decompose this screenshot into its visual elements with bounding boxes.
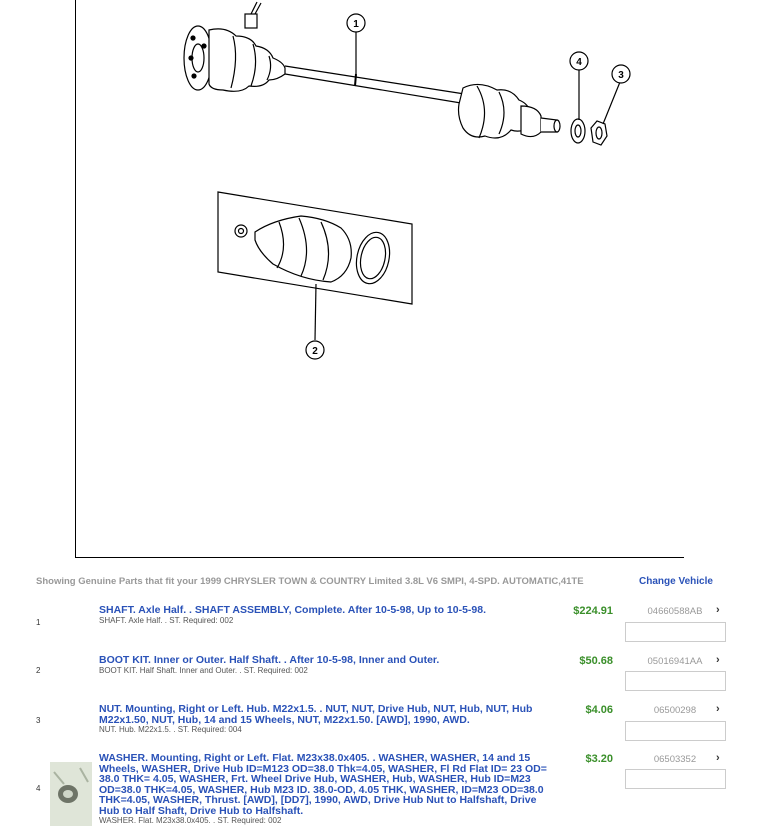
part-price: $3.20 <box>585 753 613 765</box>
callout-1: 1 <box>346 13 366 33</box>
part-price: $224.91 <box>573 605 613 617</box>
axle-shaft-diagram: 1 2 3 4 <box>183 1 631 360</box>
callout-3: 3 <box>611 64 631 84</box>
row-number: 1 <box>36 618 41 627</box>
part-title-link[interactable]: SHAFT. Axle Half. . SHAFT ASSEMBLY, Comp… <box>99 604 487 616</box>
quantity-input[interactable] <box>625 671 726 691</box>
row-number: 2 <box>36 666 41 675</box>
part-subtitle: WASHER. Flat. M23x38.0x405. . ST. Requir… <box>99 816 282 825</box>
part-title-link[interactable]: NUT. Mounting, Right or Left. Hub. M22x1… <box>99 703 533 726</box>
part-price: $4.06 <box>585 704 613 716</box>
quantity-input[interactable] <box>625 769 726 789</box>
bolt-icon <box>244 1 262 29</box>
outer-boot <box>457 83 532 139</box>
chevron-right-icon[interactable]: › <box>716 752 720 764</box>
svg-text:2: 2 <box>312 346 318 357</box>
chevron-right-icon[interactable]: › <box>716 703 720 715</box>
nut-icon <box>590 120 608 146</box>
vehicle-fitment-bar: Showing Genuine Parts that fit your 1999… <box>36 576 716 590</box>
washer-icon <box>570 118 586 144</box>
vehicle-fitment-text: Showing Genuine Parts that fit your 1999… <box>36 576 584 587</box>
part-number: 05016941AA <box>647 656 703 667</box>
part-number: 04660588AB <box>647 606 703 617</box>
part-subtitle: NUT. Hub. M22x1.5. . ST. Required: 004 <box>99 725 242 734</box>
change-vehicle-link[interactable]: Change Vehicle <box>639 576 713 587</box>
part-description: WASHER. Mounting, Right or Left. Flat. M… <box>99 753 554 825</box>
quantity-input[interactable] <box>625 622 726 642</box>
part-subtitle: SHAFT. Axle Half. . ST. Required: 002 <box>99 615 234 625</box>
inner-boot <box>208 28 286 92</box>
svg-text:1: 1 <box>353 19 359 30</box>
part-price: $50.68 <box>579 655 613 667</box>
parts-diagram: 1 2 3 4 <box>75 0 684 558</box>
part-number: 06500298 <box>653 705 697 716</box>
part-description: NUT. Mounting, Right or Left. Hub. M22x1… <box>99 704 554 734</box>
part-description: BOOT KIT. Inner or Outer. Half Shaft. . … <box>99 655 554 675</box>
callout-4: 4 <box>569 51 589 71</box>
svg-text:4: 4 <box>576 57 582 68</box>
part-thumbnail[interactable] <box>50 762 92 826</box>
callout-2: 2 <box>305 340 325 360</box>
part-title-link[interactable]: WASHER. Mounting, Right or Left. Flat. M… <box>99 752 547 817</box>
hub-flange <box>183 25 213 91</box>
row-number: 4 <box>36 784 41 793</box>
part-number: 06503352 <box>653 754 697 765</box>
washer-thumbnail-image <box>50 762 92 826</box>
quantity-input[interactable] <box>625 721 726 741</box>
part-title-link[interactable]: BOOT KIT. Inner or Outer. Half Shaft. . … <box>99 654 440 666</box>
svg-text:3: 3 <box>618 70 624 81</box>
row-number: 3 <box>36 716 41 725</box>
part-subtitle: BOOT KIT. Half Shaft. Inner and Outer. .… <box>99 665 308 675</box>
chevron-right-icon[interactable]: › <box>716 604 720 616</box>
part-description: SHAFT. Axle Half. . SHAFT ASSEMBLY, Comp… <box>99 605 554 625</box>
chevron-right-icon[interactable]: › <box>716 654 720 666</box>
